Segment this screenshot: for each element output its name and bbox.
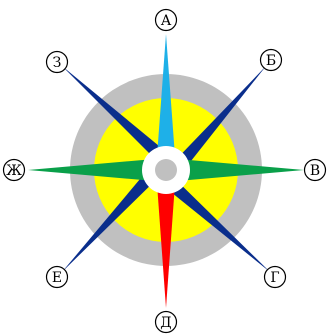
label-east: В — [305, 160, 326, 181]
label-west: Ж — [4, 160, 25, 181]
label-northeast: Б — [261, 50, 282, 71]
label-southwest-text: Е — [52, 270, 62, 286]
label-east-text: В — [310, 163, 320, 179]
label-northeast-text: Б — [266, 53, 276, 69]
label-northwest-text: З — [53, 55, 62, 71]
label-west-text: Ж — [6, 163, 22, 179]
label-southeast: Г — [265, 267, 286, 288]
label-south-text: Д — [160, 315, 171, 331]
label-south: Д — [156, 312, 177, 333]
hub-center — [155, 159, 177, 181]
label-northwest: З — [47, 52, 68, 73]
label-north: А — [156, 10, 177, 31]
label-southwest: Е — [47, 267, 68, 288]
label-north-text: А — [161, 13, 172, 29]
label-southeast-text: Г — [270, 270, 279, 286]
